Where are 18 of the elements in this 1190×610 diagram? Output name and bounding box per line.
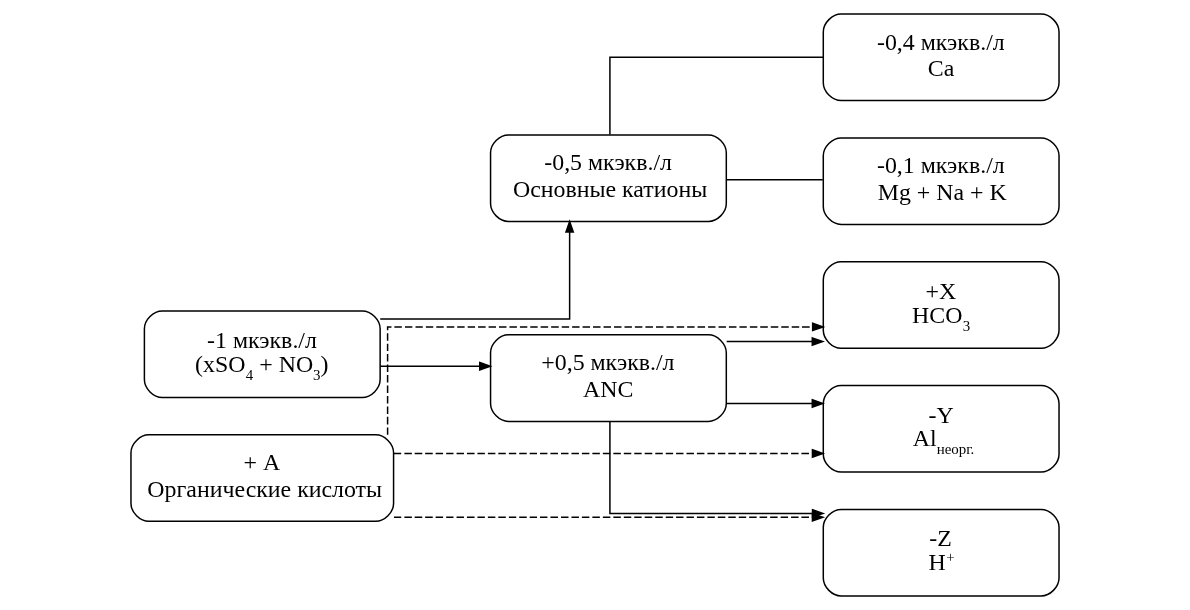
- node-box: -Z H$^{+}$: [822, 508, 1060, 597]
- node-box: +0,5 мкэкв./л ANC: [489, 334, 728, 423]
- arrow: [379, 219, 575, 320]
- node-box: -1 мкэкв./л (xSO$_{4}$ + NO$_{3}$): [143, 310, 381, 399]
- arrow: [725, 398, 825, 409]
- arrow: [725, 336, 825, 347]
- node-box: -Y Al$_{неорг.}$: [822, 384, 1060, 473]
- arrow: [379, 361, 493, 371]
- arrow: [393, 448, 826, 459]
- node-box: + A Органические кислоты: [130, 434, 395, 523]
- node-box: -0,1 мкэкв./л Mg + Na + K: [822, 137, 1060, 226]
- connector: [609, 56, 824, 136]
- node-box: -0,4 мкэкв./л Ca: [822, 13, 1060, 102]
- node-box: -0,5 мкэкв./л Основные катионы: [489, 134, 728, 223]
- node-box: +X HCO$_{3}$: [822, 261, 1060, 349]
- arrow: [386, 322, 826, 436]
- connector: [725, 178, 824, 181]
- arrow: [393, 512, 826, 523]
